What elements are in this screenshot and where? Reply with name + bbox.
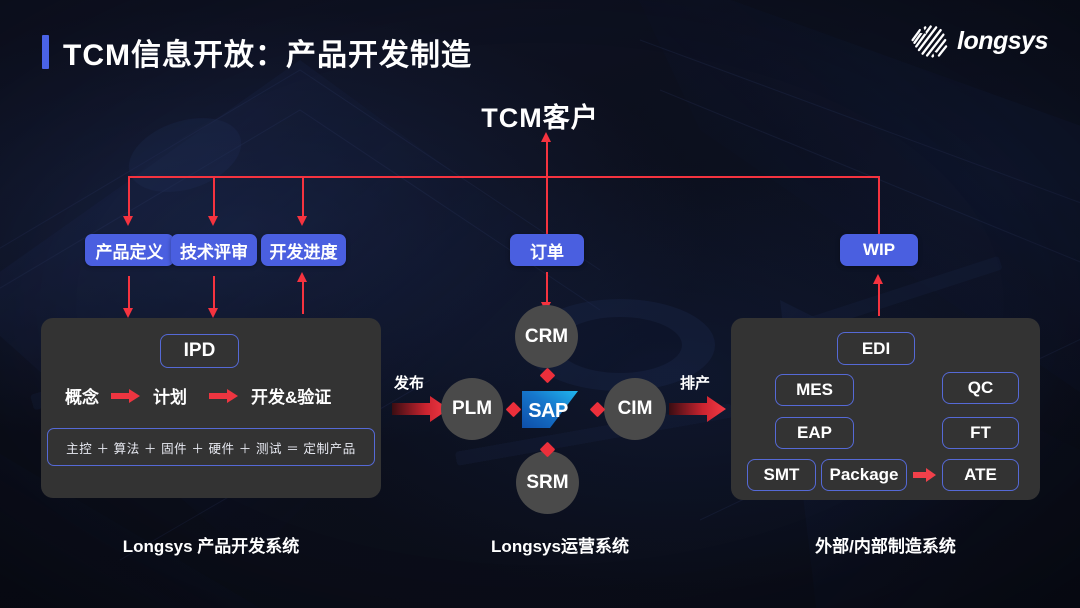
- flow-step-plan: 计划: [153, 388, 187, 407]
- node-srm[interactable]: SRM: [516, 451, 579, 514]
- flow-step-concept: 概念: [65, 388, 99, 407]
- caption-center-panel: Longsys运营系统: [491, 537, 629, 556]
- brand-logo: longsys: [908, 22, 1048, 60]
- node-srm-label: SRM: [526, 471, 569, 493]
- arrow-review-to-panel-head: [208, 308, 218, 318]
- arrow-release-icon: [392, 396, 449, 422]
- button-product-definition[interactable]: 产品定义: [85, 234, 174, 266]
- button-order[interactable]: 订单: [510, 234, 584, 266]
- connector-drop-2-arrowhead: [208, 216, 218, 226]
- box-edi[interactable]: EDI: [837, 332, 915, 365]
- box-eap[interactable]: EAP: [775, 417, 854, 449]
- arrow-production-icon: [669, 396, 726, 422]
- box-ft-label: FT: [970, 423, 991, 442]
- connector-drop-3: [302, 176, 304, 218]
- box-qc-label: QC: [967, 378, 994, 397]
- node-plm-label: PLM: [451, 398, 493, 419]
- box-ipd-label: IPD: [183, 340, 216, 361]
- sap-logo: SAP: [522, 391, 578, 428]
- arrow-panel-to-progress-head: [297, 272, 307, 282]
- button-technical-review[interactable]: 技术评审: [171, 234, 257, 266]
- connector-drop-wip: [878, 176, 880, 234]
- arrow-def-to-panel-line: [128, 276, 130, 310]
- connector-bus-horizontal: [129, 176, 879, 178]
- button-development-progress[interactable]: 开发进度: [261, 234, 346, 266]
- arrow-order-to-crm-line: [546, 272, 548, 304]
- node-crm-label: CRM: [524, 325, 569, 347]
- box-eap-label: EAP: [797, 423, 832, 442]
- box-package-label: Package: [829, 465, 899, 484]
- connector-drop-1-arrowhead: [123, 216, 133, 226]
- connector-diamond-right: [589, 401, 606, 418]
- connector-drop-3-arrowhead: [297, 216, 307, 226]
- caption-left-panel: Longsys 产品开发系统: [122, 537, 300, 556]
- right-panel-manufacturing: EDI MES EAP QC FT SMT Package ATE: [731, 318, 1040, 500]
- button-development-progress-label: 开发进度: [269, 242, 338, 262]
- flow-step-dev-verify: 开发&验证: [251, 388, 332, 407]
- label-release: 发布: [394, 375, 425, 392]
- slide-title-bar: TCM信息开放：产品开发制造: [42, 30, 472, 74]
- node-plm[interactable]: PLM: [441, 378, 503, 440]
- flow-arrow-icon-1: [111, 388, 140, 403]
- button-order-label: 订单: [530, 242, 564, 262]
- node-cim-label: CIM: [617, 398, 653, 419]
- arrow-def-to-panel-head: [123, 308, 133, 318]
- arrow-review-to-panel-line: [213, 276, 215, 310]
- arrow-package-to-ate-icon: [913, 468, 936, 482]
- node-cim[interactable]: CIM: [604, 378, 666, 440]
- arrow-panel-to-wip-line: [878, 282, 880, 316]
- box-ate[interactable]: ATE: [942, 459, 1019, 491]
- box-smt[interactable]: SMT: [747, 459, 816, 491]
- arrow-panel-to-progress-line: [302, 280, 304, 314]
- connector-drop-1: [128, 176, 130, 218]
- box-qc[interactable]: QC: [942, 372, 1019, 404]
- arrow-panel-to-wip-head: [873, 274, 883, 284]
- box-smt-label: SMT: [763, 465, 800, 484]
- connector-riser-arrowhead: [541, 132, 551, 142]
- page-title: TCM信息开放：产品开发制造: [63, 39, 472, 72]
- ipd-flow-row: 概念 计划 开发&验证: [65, 383, 331, 408]
- node-crm[interactable]: CRM: [515, 305, 578, 368]
- box-ipd[interactable]: IPD: [160, 334, 239, 368]
- box-mes-label: MES: [796, 380, 833, 399]
- box-ft[interactable]: FT: [942, 417, 1019, 449]
- longsys-mark-icon: [911, 25, 948, 60]
- button-wip-label: WIP: [862, 240, 896, 259]
- svg-text:SAP: SAP: [528, 400, 568, 422]
- box-edi-label: EDI: [861, 338, 891, 358]
- button-wip[interactable]: WIP: [840, 234, 918, 266]
- connector-diamond-left: [505, 401, 522, 418]
- left-panel-product-development: IPD 概念 计划 开发&验证 主控 ＋ 算法 ＋ 固件 ＋ 硬件 ＋ 测试 ＝…: [41, 318, 381, 498]
- connector-drop-order: [546, 176, 548, 234]
- label-production-schedule: 排产: [680, 375, 711, 392]
- button-product-definition-label: 产品定义: [95, 242, 164, 262]
- box-mes[interactable]: MES: [775, 374, 854, 406]
- connector-diamond-top: [539, 367, 556, 384]
- box-ate-label: ATE: [964, 465, 997, 484]
- button-technical-review-label: 技术评审: [180, 242, 248, 262]
- title-accent-bar: [42, 35, 49, 69]
- box-product-formula: 主控 ＋ 算法 ＋ 固件 ＋ 硬件 ＋ 测试 ＝ 定制产品: [47, 428, 375, 466]
- product-formula-text: 主控 ＋ 算法 ＋ 固件 ＋ 硬件 ＋ 测试 ＝ 定制产品: [66, 441, 356, 456]
- tcm-customer-title: TCM客户: [481, 103, 599, 133]
- box-package[interactable]: Package: [821, 459, 907, 491]
- connector-drop-2: [213, 176, 215, 218]
- flow-arrow-icon-2: [209, 388, 238, 403]
- logo-wordmark: longsys: [957, 26, 1048, 55]
- caption-right-panel: 外部/内部制造系统: [815, 537, 956, 556]
